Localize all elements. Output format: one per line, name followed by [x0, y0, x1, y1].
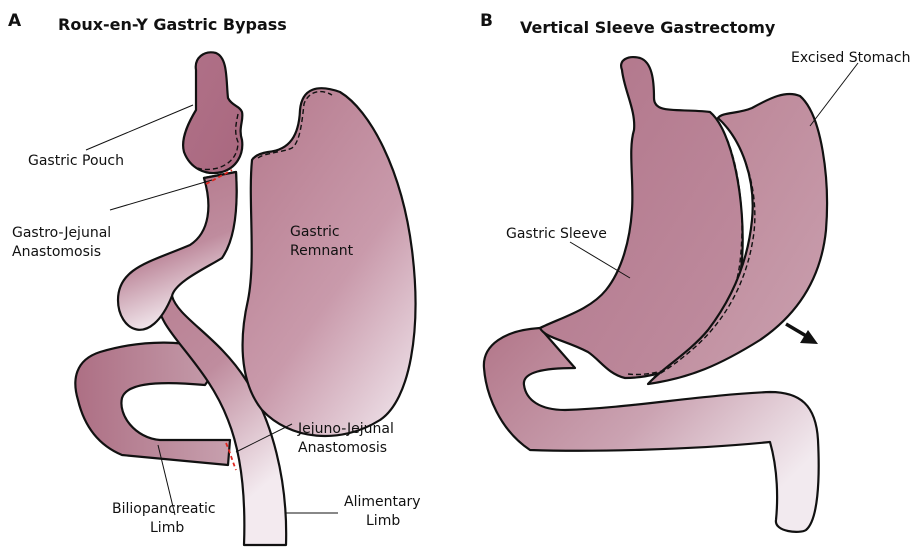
label-alimentary-1: Alimentary — [344, 494, 421, 510]
label-gastro-jejunal-2: Anastomosis — [12, 244, 101, 260]
leader-gastric-pouch — [86, 105, 193, 150]
panel-b: B Vertical Sleeve Gastrectomy Excised St… — [480, 11, 910, 532]
panel-a: A Roux-en-Y Gastric Bypass Gastric Pouch… — [8, 11, 421, 545]
label-alimentary-2: Limb — [366, 513, 400, 529]
label-jejuno-jejunal-1: Jejuno-Jejunal — [297, 421, 394, 437]
label-remnant-2: Remnant — [290, 243, 354, 259]
panel-a-letter: A — [8, 11, 22, 31]
panel-b-letter: B — [480, 11, 493, 31]
gastric-remnant-shape — [243, 88, 416, 436]
label-gastro-jejunal-1: Gastro-Jejunal — [12, 225, 111, 241]
panel-a-title: Roux-en-Y Gastric Bypass — [58, 15, 287, 34]
label-gastric-pouch: Gastric Pouch — [28, 153, 124, 169]
label-jejuno-jejunal-2: Anastomosis — [298, 440, 387, 456]
label-biliopancreatic-2: Limb — [150, 520, 184, 536]
removal-arrow-shaft — [786, 324, 808, 337]
label-gastric-sleeve: Gastric Sleeve — [506, 226, 607, 242]
panel-b-title: Vertical Sleeve Gastrectomy — [520, 18, 776, 37]
label-excised-stomach: Excised Stomach — [791, 50, 910, 66]
leader-gastro-jejunal — [110, 180, 212, 210]
label-biliopancreatic-1: Biliopancreatic — [112, 501, 216, 517]
leader-gastric-sleeve — [570, 242, 630, 278]
label-remnant-1: Gastric — [290, 224, 340, 240]
leader-excised-stomach — [810, 63, 858, 126]
gastric-pouch-shape — [183, 52, 242, 173]
